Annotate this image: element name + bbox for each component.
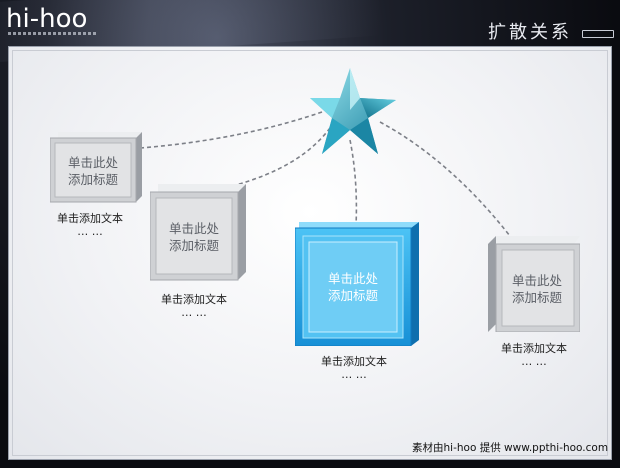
box-title-line2: 添加标题 — [327, 288, 378, 303]
box-ellipsis: … … — [181, 306, 207, 319]
logo: hi-hoo — [6, 4, 88, 34]
page-title: 扩散关系 — [488, 22, 572, 43]
box-title-line1: 单击此处 — [67, 155, 118, 170]
box-title-line2: 添加标题 — [511, 290, 562, 305]
box-title-line1: 单击此处 — [168, 221, 219, 236]
box-ellipsis: … … — [521, 355, 547, 368]
box-title-line2: 添加标题 — [67, 172, 118, 187]
connector-2 — [231, 127, 331, 187]
star-icon — [310, 68, 396, 154]
gray-box-3[interactable]: 单击此处 添加标题 — [488, 236, 580, 332]
blue-box[interactable]: 单击此处 添加标题 — [295, 222, 419, 346]
title-decoration — [582, 30, 614, 38]
box-ellipsis: … … — [77, 225, 103, 238]
box-title-line2: 添加标题 — [168, 238, 219, 253]
box-caption[interactable]: 单击添加文本 — [321, 355, 387, 368]
box-title-line1: 单击此处 — [511, 273, 562, 288]
gray-box-2[interactable]: 单击此处 添加标题 — [150, 184, 246, 282]
connector-3 — [349, 139, 358, 227]
connector-4 — [379, 121, 511, 237]
footer-credit: 素材由hi-hoo 提供 www.ppthi-hoo.com — [412, 442, 609, 454]
logo-tagline — [8, 32, 98, 35]
box-ellipsis: … … — [341, 368, 367, 381]
gray-box-1[interactable]: 单击此处 添加标题 — [50, 132, 142, 204]
box-caption[interactable]: 单击添加文本 — [161, 293, 227, 306]
box-caption[interactable]: 单击添加文本 — [501, 342, 567, 355]
box-caption[interactable]: 单击添加文本 — [57, 212, 123, 225]
connector-1 — [139, 111, 323, 149]
box-title-line1: 单击此处 — [327, 271, 378, 286]
